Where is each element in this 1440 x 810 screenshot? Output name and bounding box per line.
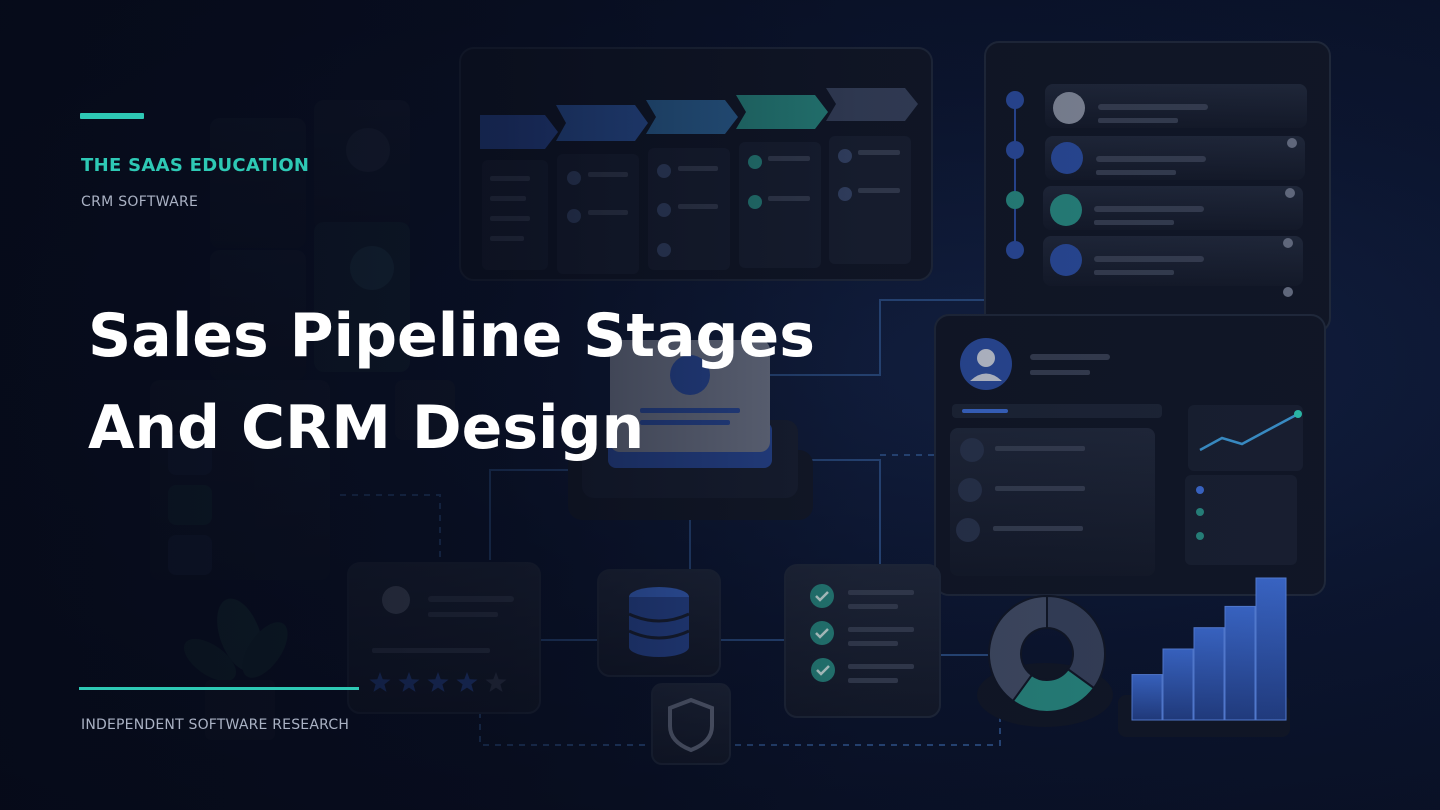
user-icon — [960, 438, 984, 462]
bar-chart — [1118, 577, 1290, 737]
title-line-1: Sales Pipeline Stages — [88, 301, 815, 371]
pipeline-board — [459, 47, 933, 281]
footer-divider — [79, 687, 359, 690]
bar-chart-bar — [1131, 674, 1163, 721]
category-label: CRM SOFTWARE — [81, 194, 199, 210]
accent-bar — [80, 113, 144, 119]
briefcase-icon — [1051, 142, 1083, 174]
dollar-icon — [956, 518, 980, 542]
bar-chart-bar — [1193, 627, 1225, 721]
review-card — [347, 562, 541, 714]
footer-tagline: INDEPENDENT SOFTWARE RESEARCH — [81, 717, 350, 733]
database-icon — [597, 569, 721, 677]
bar-chart-bar — [1162, 648, 1194, 721]
task-checklist — [784, 564, 941, 718]
bar-chart-bar — [1255, 577, 1287, 721]
user-icon — [1053, 92, 1085, 124]
brand-name: THE SAAS EDUCATION — [81, 155, 310, 176]
mail-icon — [1050, 194, 1082, 226]
donut-chart — [977, 594, 1113, 727]
contact-record — [934, 314, 1326, 596]
title-line-2: And CRM Design — [88, 393, 645, 463]
contact-timeline — [984, 41, 1331, 333]
building-icon — [958, 478, 982, 502]
shield-icon — [651, 683, 731, 765]
page-title: Sales Pipeline Stages And CRM Design — [88, 290, 848, 474]
chat-icon — [1050, 244, 1082, 276]
bar-chart-bar — [1224, 605, 1256, 721]
